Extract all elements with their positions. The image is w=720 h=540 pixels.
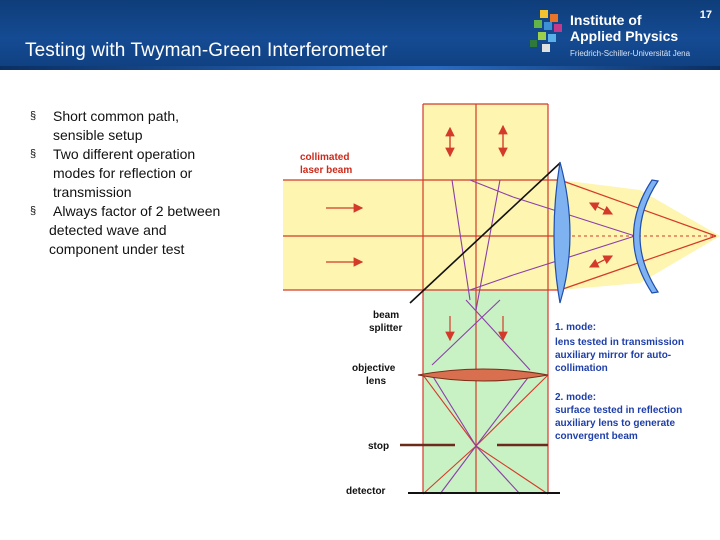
reference-arm-beam	[423, 104, 548, 180]
detection-arm-beam	[423, 290, 548, 494]
page-number: 17	[699, 9, 712, 21]
bullet-line: sensible setup	[53, 127, 143, 143]
auxiliary-mirror-shape	[632, 179, 660, 294]
bullet-list: § Short common path, sensible setup § Tw…	[30, 107, 270, 259]
objective-lens-label-line1: objective	[352, 363, 396, 374]
mode2-title: 2. mode:	[555, 392, 596, 403]
mode1-title: 1. mode:	[555, 322, 596, 333]
bullet-line: Always factor of 2 between	[53, 203, 221, 219]
bullet-marker: §	[30, 148, 37, 160]
test-arm-beam	[283, 180, 560, 290]
bullet-item: § Always factor of 2 between detected wa…	[30, 202, 270, 259]
stop-label: stop	[368, 441, 389, 452]
header-stripe	[0, 66, 720, 70]
slide-title: Testing with Twyman-Green Interferometer	[25, 40, 388, 61]
mode2-line1: surface tested in reflection	[555, 405, 682, 416]
institute-logo: Institute of Applied Physics Friedrich-S…	[530, 6, 710, 62]
bullet-item: § Two different operation modes for refl…	[30, 145, 270, 202]
mode1-line3: collimation	[555, 363, 608, 374]
detector-label: detector	[346, 486, 386, 497]
direction-arrows	[326, 124, 614, 342]
bullet-marker: §	[30, 110, 37, 122]
bullet-line: component under test	[49, 241, 185, 257]
bullet-marker: §	[30, 205, 37, 217]
mode1-line1: lens tested in transmission	[555, 337, 684, 348]
bullet-line: modes for reflection or	[53, 165, 193, 181]
collimated-laser-label-line2: laser beam	[300, 165, 352, 176]
beam-boundaries	[283, 103, 717, 494]
logo-text-line3: Friedrich-Schiller-Universität Jena	[570, 49, 691, 58]
header-bar: Testing with Twyman-Green Interferometer…	[0, 0, 720, 70]
objective-rays-purple	[431, 374, 531, 495]
bullet-line: detected wave and	[49, 222, 167, 238]
mode1-line2: auxiliary mirror for auto-	[555, 350, 671, 361]
objective-lens-shape	[417, 368, 549, 382]
bullet-line: transmission	[53, 184, 132, 200]
collimated-laser-label-line1: collimated	[300, 152, 349, 163]
logo-text-line1: Institute of	[570, 12, 642, 28]
beam-splitter	[409, 162, 561, 304]
test-rays	[431, 179, 636, 371]
beam-splitter-label-line2: splitter	[369, 323, 402, 334]
objective-lens-label-line2: lens	[366, 376, 386, 387]
logo-text-line2: Applied Physics	[570, 28, 679, 44]
bullet-line: Short common path,	[53, 108, 180, 124]
logo-mosaic-icon	[530, 10, 562, 52]
bullet-line: Two different operation	[53, 146, 196, 162]
mode2-line3: convergent beam	[555, 431, 638, 442]
mode2-line2: auxiliary lens to generate	[555, 418, 675, 429]
bullet-item: § Short common path, sensible setup	[30, 107, 270, 145]
test-lens-shape	[553, 161, 571, 304]
beam-splitter-label-line1: beam	[373, 310, 399, 321]
